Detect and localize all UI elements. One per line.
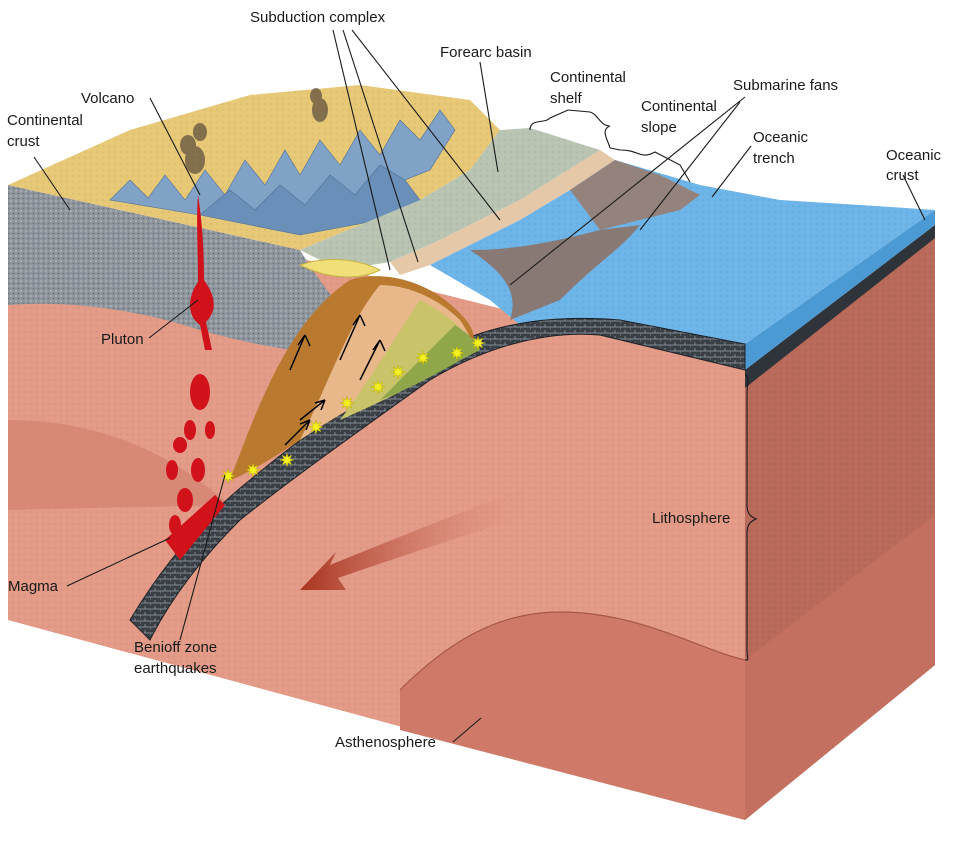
label-volcano: Volcano — [81, 90, 134, 107]
label-subduction-complex: Subduction complex — [250, 9, 386, 26]
label-benioff-1: Benioff zone — [134, 639, 217, 656]
label-asthenosphere: Asthenosphere — [335, 734, 436, 751]
earthquake-star-icon — [245, 462, 261, 478]
block-side-face — [745, 210, 935, 820]
label-lithosphere: Lithosphere — [652, 510, 730, 527]
benioff-earthquakes — [220, 335, 486, 484]
earthquake-star-icon — [390, 364, 406, 380]
label-oceanic-trench-2: trench — [753, 150, 795, 167]
submarine-fans — [470, 225, 640, 320]
label-continental-slope-1: Continental — [641, 98, 717, 115]
label-forearc-basin: Forearc basin — [440, 44, 532, 61]
earthquake-star-icon — [449, 345, 465, 361]
label-continental-shelf-2: shelf — [550, 90, 583, 107]
volcano-smoke — [180, 88, 328, 174]
land-surface — [8, 85, 500, 250]
oceanic-crust-side — [745, 225, 935, 388]
continental-shelf-strip — [390, 150, 615, 275]
magma-system — [165, 195, 225, 560]
label-pluton: Pluton — [101, 331, 144, 348]
mantle-flow-arrow — [300, 490, 530, 590]
label-continental-crust-1: Continental — [7, 112, 83, 129]
label-benioff-2: earthquakes — [134, 660, 217, 677]
leader-lines — [33, 29, 926, 743]
label-oceanic-crust-2: crust — [886, 167, 919, 184]
earthquake-star-icon — [339, 395, 355, 411]
earthquake-star-icon — [415, 350, 431, 366]
label-continental-crust-2: crust — [7, 133, 40, 150]
block-front-face — [8, 185, 746, 820]
pluton — [190, 195, 214, 350]
earthquake-star-icon — [220, 468, 236, 484]
label-oceanic-crust-1: Oceanic — [886, 147, 942, 164]
label-continental-slope-2: slope — [641, 119, 677, 136]
earthquake-star-icon — [370, 379, 386, 395]
earthquake-star-icon — [279, 452, 295, 468]
label-oceanic-trench-1: Oceanic — [753, 129, 809, 146]
subduction-complex-wedge — [230, 276, 480, 480]
ocean-surface — [430, 160, 935, 344]
earthquake-star-icon — [470, 335, 486, 351]
label-submarine-fans: Submarine fans — [733, 77, 838, 94]
labels: Subduction complex Forearc basin Contine… — [7, 9, 942, 751]
ocean-side-face — [745, 210, 935, 370]
asthenosphere-region — [400, 612, 745, 820]
sediment-lens — [298, 259, 382, 278]
label-continental-shelf-1: Continental — [550, 69, 626, 86]
label-magma: Magma — [8, 578, 59, 595]
earthquake-star-icon — [308, 419, 324, 435]
